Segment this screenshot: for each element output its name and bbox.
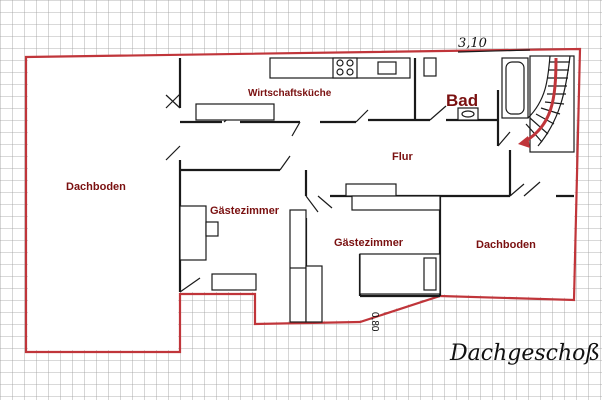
guestroom-2-furniture: [359, 253, 441, 295]
washbasin-icon: [457, 107, 479, 121]
room-label-flur: Flur: [392, 151, 413, 163]
dimension-side-label: 0,80: [369, 312, 380, 332]
wardrobes: [289, 209, 323, 323]
room-label-gaestezimmer-1: Gästezimmer: [210, 205, 280, 217]
room-label-dachboden-left: Dachboden: [66, 181, 126, 193]
door-swings: [165, 93, 541, 293]
stair-direction-arrow-icon: [523, 57, 558, 144]
stove-icon: [332, 57, 358, 79]
dimension-line: [457, 49, 531, 53]
room-label-wirtschaftskueche: Wirtschaftsküche: [248, 88, 332, 99]
room-label-gaestezimmer-2: Gästezimmer: [334, 237, 404, 249]
sink-icon: [377, 61, 397, 75]
room-label-bad: Bad: [446, 91, 478, 110]
room-label-dachboden-right: Dachboden: [476, 239, 536, 251]
hallway-furniture: [345, 183, 441, 211]
bathroom-fixtures: [457, 57, 529, 121]
guestroom-1-furniture: [179, 205, 257, 291]
dimension-top-label: 3,10: [458, 36, 487, 51]
staircase-icon: [518, 55, 575, 153]
floor-label: Dachgeschoß: [449, 341, 600, 366]
kitchen-furniture: [195, 57, 437, 121]
building-outline: [24, 47, 582, 354]
